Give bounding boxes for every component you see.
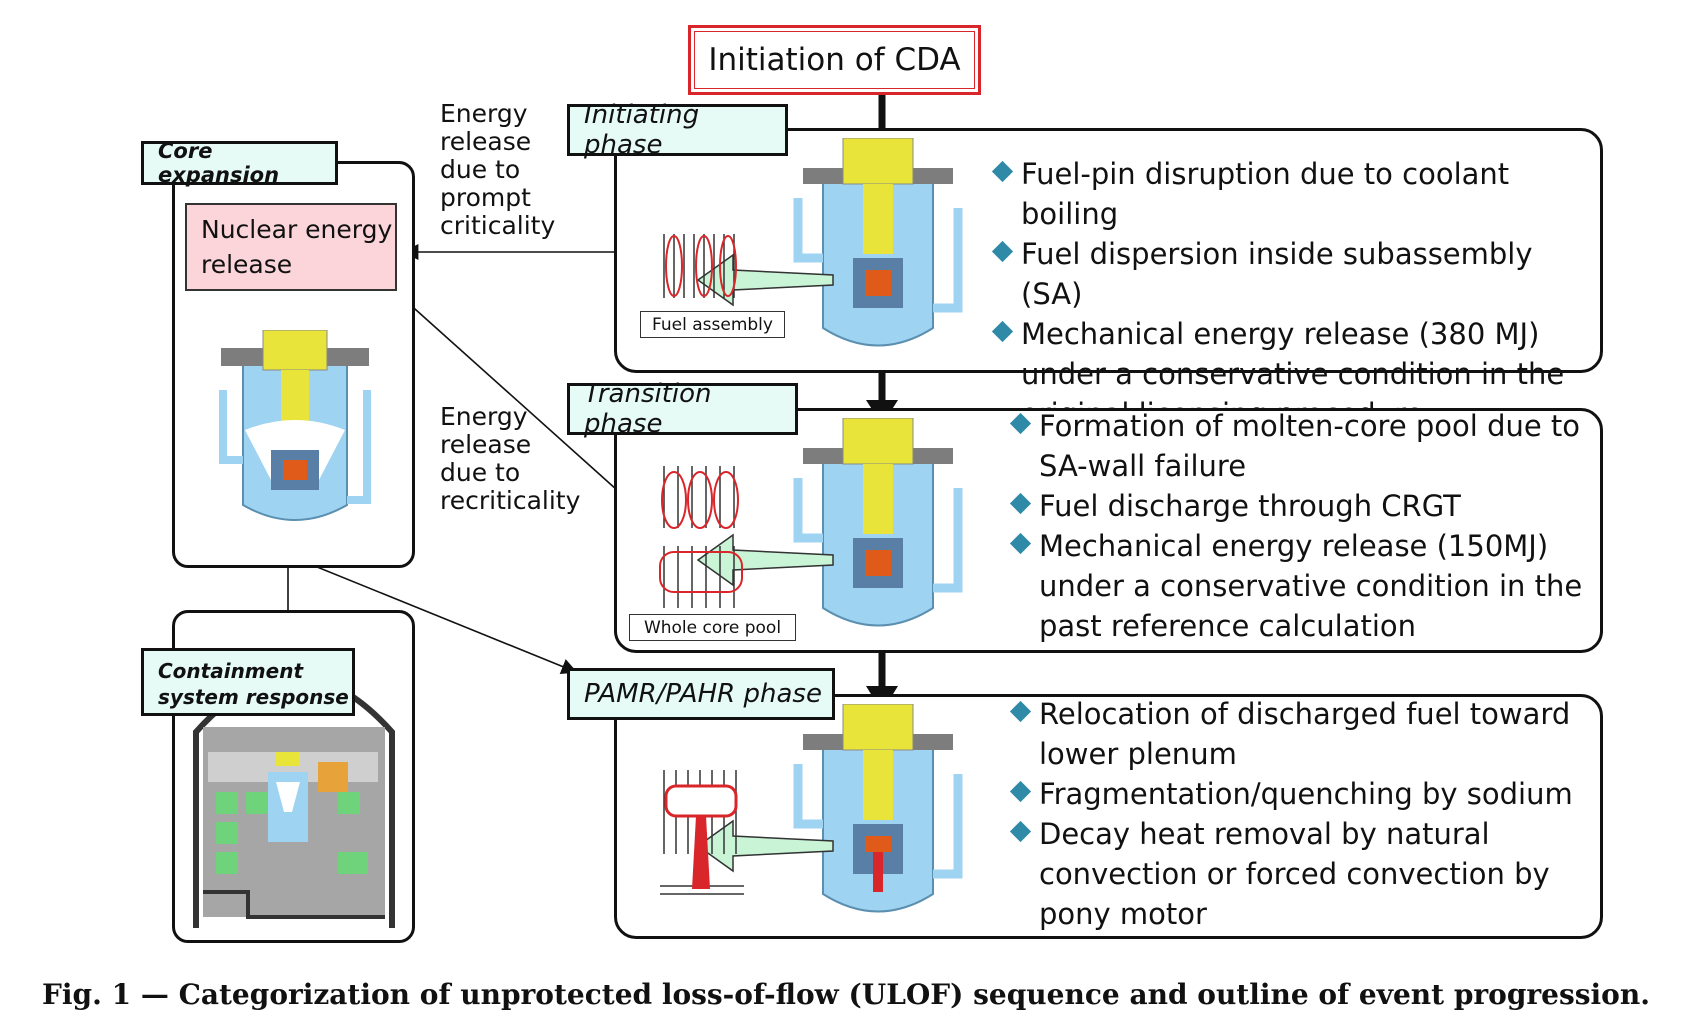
transition-phase-box	[614, 408, 1603, 653]
recrit-line: release	[440, 430, 532, 459]
figure-caption: Fig. 1 — Categorization of unprotected l…	[42, 978, 1650, 1011]
containment-line1: Containment	[158, 659, 304, 683]
containment-drawing	[193, 674, 395, 928]
bullet-line: lower plenum	[1039, 737, 1237, 771]
recrit-line: Energy	[440, 402, 528, 431]
bullet-line: under a conservative condition in the	[1039, 569, 1583, 603]
bullet-line: Fuel discharge through CRGT	[1039, 489, 1461, 523]
transition-phase-label: Transition phase	[567, 379, 798, 439]
bullet-item: Mechanical energy release (150MJ) under …	[1009, 526, 1598, 646]
containment-line2: system response	[158, 685, 349, 709]
bullet-line: pony motor	[1039, 897, 1207, 931]
transition-reactor-drawing	[659, 418, 963, 627]
prompt-line: Energy	[440, 99, 528, 128]
transition-bullets: Formation of molten-core pool due to SA-…	[1009, 406, 1598, 646]
title-text: Initiation of CDA	[694, 31, 975, 89]
prompt-criticality-text: Energy release due to prompt criticality	[440, 100, 555, 240]
bullet-line: past reference calculation	[1039, 609, 1417, 643]
pamr-reactor-drawing	[660, 704, 963, 913]
nuclear-energy-line1: Nuclear energy	[201, 215, 393, 244]
bullet-line: Fuel-pin disruption due to coolant boili…	[1021, 157, 1510, 231]
bullet-item: Decay heat removal by natural convection…	[1009, 814, 1598, 934]
bullet-line: Mechanical energy release (380 MJ)	[1021, 317, 1540, 351]
prompt-line: prompt	[440, 183, 531, 212]
core-expansion-reactor	[219, 330, 371, 521]
bullet-line: SA-wall failure	[1039, 449, 1247, 483]
prompt-line: release	[440, 127, 532, 156]
pamr-bullets: Relocation of discharged fuel toward low…	[1009, 694, 1598, 934]
prompt-line: criticality	[440, 211, 556, 240]
bullet-line: Formation of molten-core pool due to	[1039, 409, 1581, 443]
bullet-item: Fragmentation/quenching by sodium	[1009, 774, 1598, 814]
bullet-line: under a conservative condition in the	[1021, 357, 1565, 391]
recriticality-text: Energy release due to recriticality	[440, 403, 580, 515]
recriticality-arrow	[394, 290, 618, 491]
bullet-item: Fuel discharge through CRGT	[1009, 486, 1598, 526]
prompt-line: due to	[440, 155, 521, 184]
nuclear-energy-line2: release	[201, 250, 293, 279]
bullet-line: Mechanical energy release (150MJ)	[1039, 529, 1549, 563]
initiating-phase-label: Initiating phase	[567, 100, 788, 160]
pamr-arrow	[289, 555, 578, 675]
bullet-item: Relocation of discharged fuel toward low…	[1009, 694, 1598, 774]
bullet-line: Decay heat removal by natural	[1039, 817, 1490, 851]
bullet-line: Fuel dispersion inside subassembly (SA)	[1021, 237, 1533, 311]
recrit-line: recriticality	[440, 486, 581, 515]
title-box: Initiation of CDA	[688, 25, 981, 95]
recrit-line: due to	[440, 458, 521, 487]
bullet-line: Relocation of discharged fuel toward	[1039, 697, 1571, 731]
bullet-line: Fragmentation/quenching by sodium	[1039, 777, 1573, 811]
bullet-item: Fuel-pin disruption due to coolant boili…	[991, 154, 1595, 234]
bullet-item: Formation of molten-core pool due to SA-…	[1009, 406, 1598, 486]
nuclear-energy-box: Nuclear energy release	[185, 203, 397, 291]
whole-core-pool-label: Whole core pool	[629, 614, 796, 641]
bullet-item: Fuel dispersion inside subassembly (SA)	[991, 234, 1595, 314]
pamr-phase-box	[614, 694, 1603, 939]
pamr-phase-label: PAMR/PAHR phase	[567, 668, 835, 720]
initiating-bullets: Fuel-pin disruption due to coolant boili…	[991, 154, 1595, 434]
core-expansion-label: Core expansion	[141, 139, 338, 187]
fuel-assembly-label: Fuel assembly	[640, 311, 785, 338]
bullet-line: convection or forced convection by	[1039, 857, 1550, 891]
containment-label: Containment system response	[141, 648, 355, 716]
initiating-reactor-drawing	[663, 138, 963, 347]
